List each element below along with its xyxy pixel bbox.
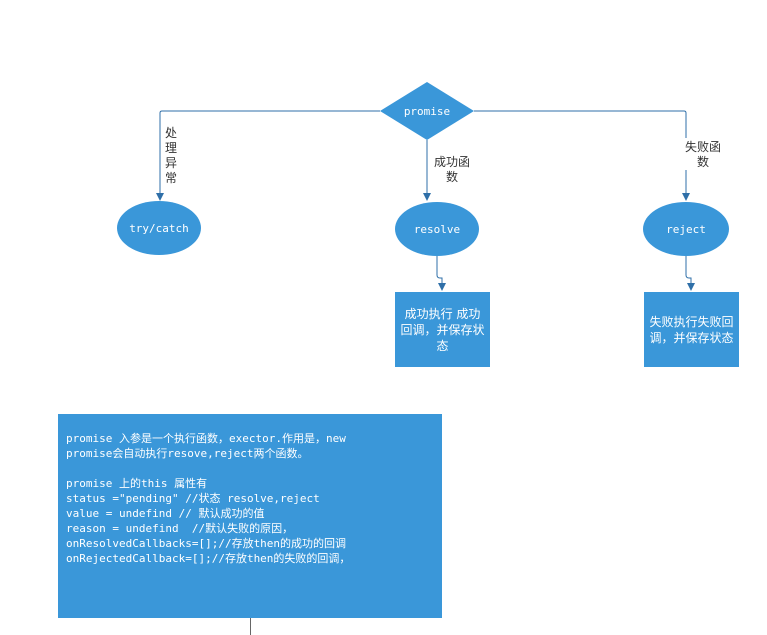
edge-label-line: 异 <box>165 156 177 170</box>
note-line: value = undefind // 默认成功的值 <box>66 507 265 520</box>
reject-node <box>643 202 729 256</box>
edge-label-line: 数 <box>697 154 709 169</box>
edge-reject-to-box <box>685 255 695 291</box>
note-line: promise 上的this 属性有 <box>66 477 208 490</box>
edge-label-line: 失败函 <box>685 139 721 154</box>
resolve-node-label: resolve <box>414 223 460 236</box>
connector-line <box>250 618 251 635</box>
resolve-result-text: 成功执行 成功回调，并保存状态 <box>400 306 485 353</box>
try-catch-node-label: try/catch <box>129 222 189 235</box>
note-line: reason = undefind //默认失败的原因， <box>66 522 294 535</box>
promise-node-label: promise <box>404 105 450 118</box>
edge-label-success-function: 成功函 数 <box>430 152 474 186</box>
note-line: promise会自动执行resove,reject两个函数。 <box>66 447 309 460</box>
edge-label-line: 数 <box>446 169 458 184</box>
note-line <box>66 461 434 476</box>
reject-result-text: 失败执行失败回调，并保存状态 <box>649 314 734 345</box>
edge-label-line: 处 <box>165 126 177 140</box>
note-line: status ="pending" //状态 resolve,reject <box>66 492 320 505</box>
resolve-result-box <box>395 292 490 367</box>
resolve-node <box>395 202 479 256</box>
edge-resolve-to-box <box>436 255 446 291</box>
note-line: promise 入参是一个执行函数，exector.作用是，new <box>66 432 346 445</box>
promise-description-note: promise 入参是一个执行函数，exector.作用是，new promis… <box>58 414 442 618</box>
edge-label-failure-function: 失败函 数 <box>680 138 726 170</box>
edge-label-line: 理 <box>165 141 177 155</box>
promise-decision-node <box>380 82 474 140</box>
edge-label-line: 成功函 <box>434 155 470 169</box>
reject-node-label: reject <box>666 223 706 236</box>
edge-promise-to-try-catch <box>156 110 380 201</box>
try-catch-node <box>117 201 201 255</box>
reject-result-box <box>644 292 739 367</box>
note-line: onRejectedCallback=[];//存放then的失败的回调， <box>66 552 351 565</box>
edge-promise-to-reject <box>474 110 690 201</box>
edge-label-line: 常 <box>165 171 177 185</box>
note-line: onResolvedCallbacks=[];//存放then的成功的回调 <box>66 537 347 550</box>
edge-label-handle-exception: 处 理 异 常 <box>163 124 179 186</box>
